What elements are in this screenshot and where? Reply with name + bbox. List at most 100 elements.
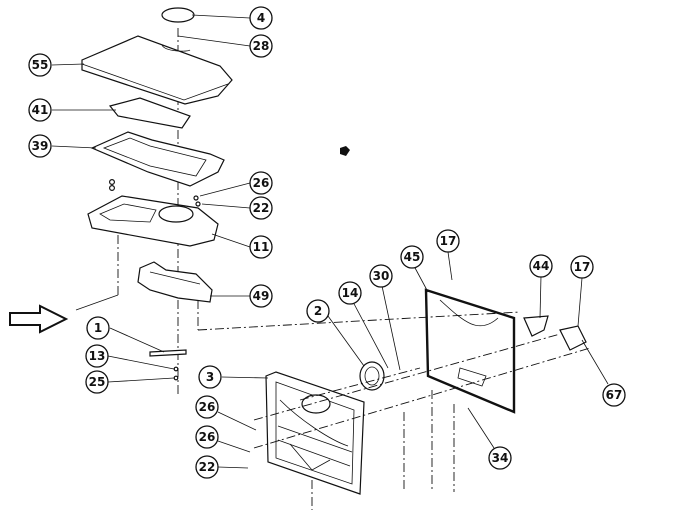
assembly-line — [197, 311, 521, 331]
callout-label: 44 — [533, 259, 550, 273]
part-strip — [149, 349, 187, 357]
screw — [193, 195, 199, 201]
part-cylinder-inner — [364, 366, 380, 386]
callout-label: 1 — [94, 321, 102, 335]
callout-label: 3 — [206, 370, 214, 384]
callout-label: 26 — [199, 400, 216, 414]
part-gasket-strip — [108, 97, 191, 129]
screw — [108, 179, 115, 186]
part-baffle-fold — [149, 271, 201, 285]
leader-arrow-line — [75, 294, 119, 311]
callout-1: 1 — [86, 316, 110, 340]
leader-line — [51, 145, 97, 149]
assembly-line — [253, 333, 561, 421]
leader-line — [381, 285, 401, 371]
callout-17: 17 — [570, 255, 594, 279]
callout-label: 14 — [342, 286, 359, 300]
leader-line — [201, 203, 251, 209]
callout-label: 34 — [492, 451, 509, 465]
callout-17: 17 — [436, 229, 460, 253]
screw — [195, 201, 201, 207]
leader-line — [581, 339, 609, 385]
direction-arrow-icon — [9, 304, 69, 334]
leader-line — [107, 355, 175, 370]
part-top-plate-notch — [161, 44, 191, 52]
callout-67: 67 — [602, 383, 626, 407]
part-curved-piece — [523, 315, 549, 337]
mark-dot — [340, 146, 350, 156]
callout-34: 34 — [488, 446, 512, 470]
callout-22: 22 — [195, 455, 219, 479]
callout-55: 55 — [28, 53, 52, 77]
callout-26: 26 — [249, 171, 273, 195]
leader-line — [191, 14, 251, 19]
callout-3: 3 — [198, 365, 222, 389]
callout-22: 22 — [249, 196, 273, 220]
part-gasket-ring — [90, 131, 225, 187]
screw — [108, 185, 115, 192]
part-frame-opening — [158, 205, 194, 223]
callout-label: 49 — [253, 289, 270, 303]
callout-39: 39 — [28, 134, 52, 158]
part-frame-recess — [99, 203, 157, 223]
callout-45: 45 — [400, 245, 424, 269]
part-top-plate-edge — [81, 63, 229, 101]
part-baffle — [137, 261, 213, 303]
assembly-line — [299, 367, 421, 401]
part-back-plate — [424, 288, 516, 414]
part-washer — [173, 366, 179, 372]
leader-line — [211, 233, 251, 248]
callout-13: 13 — [85, 344, 109, 368]
leader-line — [447, 251, 453, 281]
part-top-plate — [81, 35, 233, 105]
callout-30: 30 — [369, 264, 393, 288]
callout-label: 26 — [199, 430, 216, 444]
leader-line — [221, 376, 269, 379]
callout-label: 22 — [253, 201, 270, 215]
callout-2: 2 — [306, 299, 330, 323]
leader-line — [351, 299, 389, 369]
leader-line — [217, 411, 257, 431]
part-front-panel-vee — [289, 443, 331, 471]
callout-label: 26 — [253, 176, 270, 190]
callout-label: 25 — [89, 375, 106, 389]
leader-line — [199, 182, 251, 197]
callout-49: 49 — [249, 284, 273, 308]
callout-label: 45 — [404, 250, 421, 264]
callout-4: 4 — [249, 6, 273, 30]
callout-label: 55 — [32, 58, 49, 72]
callout-label: 28 — [253, 39, 270, 53]
callout-14: 14 — [338, 281, 362, 305]
callout-label: 11 — [253, 240, 270, 254]
leader-line — [577, 277, 583, 327]
leader-line — [177, 35, 251, 47]
part-bolt — [173, 375, 179, 381]
leader-line — [217, 440, 251, 453]
part-end-piece — [559, 325, 587, 351]
part-front-panel-hole — [301, 394, 331, 414]
leader-line — [539, 275, 542, 319]
leader-line — [413, 265, 429, 293]
part-cylinder — [359, 361, 385, 391]
part-cap — [161, 7, 195, 23]
callout-25: 25 — [85, 370, 109, 394]
part-front-panel-bar — [277, 425, 353, 453]
part-back-plate-cutout — [439, 299, 499, 327]
callout-label: 17 — [440, 234, 457, 248]
callout-11: 11 — [249, 235, 273, 259]
callout-26: 26 — [195, 425, 219, 449]
callout-label: 41 — [32, 103, 49, 117]
leader-line — [217, 466, 249, 469]
callout-26: 26 — [195, 395, 219, 419]
part-gasket-ring-inner — [102, 137, 207, 177]
callout-label: 13 — [89, 349, 106, 363]
leader-line — [51, 63, 85, 66]
callout-label: 2 — [314, 304, 322, 318]
callout-label: 17 — [574, 260, 591, 274]
leader-line — [109, 327, 165, 353]
callout-28: 28 — [249, 34, 273, 58]
callout-44: 44 — [529, 254, 553, 278]
part-front-panel — [265, 371, 365, 495]
leader-line — [327, 315, 365, 367]
